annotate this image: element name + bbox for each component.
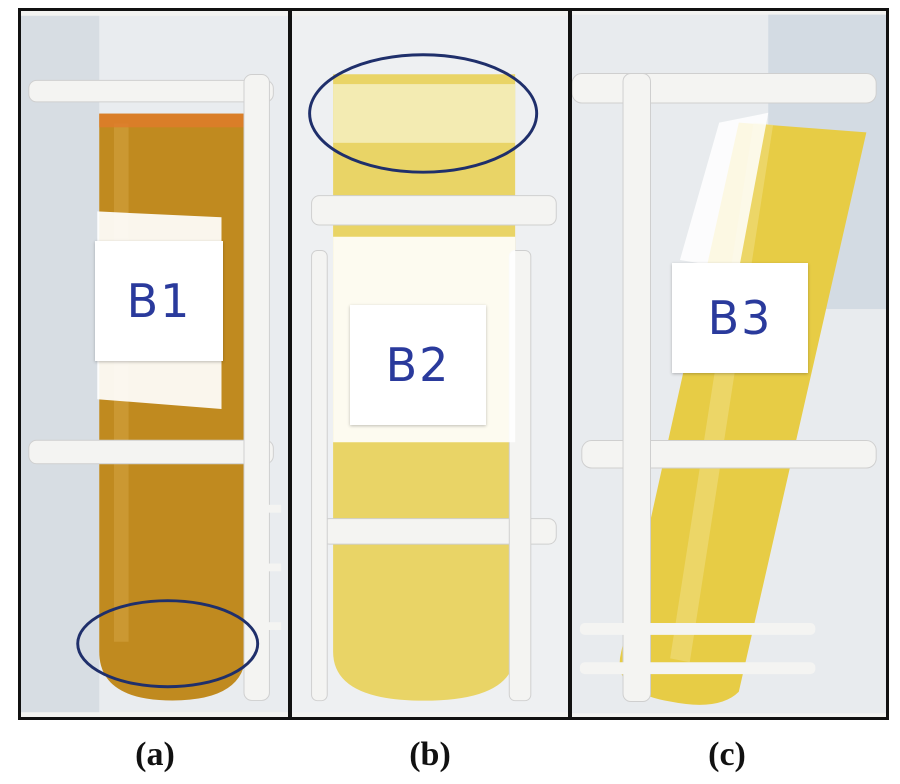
highlight-ellipse-sediment (76, 599, 260, 689)
tube-label-card-b3: B3 (672, 263, 808, 373)
panel-b-photo (292, 15, 568, 713)
tube-label-b3: B3 (707, 291, 773, 345)
highlight-ellipse-surface (308, 53, 539, 174)
panel-a-photo (21, 15, 288, 713)
tube-label-b2: B2 (385, 338, 451, 392)
tube-label-card-b1: B1 (95, 241, 223, 361)
panel-b: B2 (289, 8, 571, 720)
tube-label-card-b2: B2 (350, 305, 486, 425)
caption-c: (c) (708, 736, 746, 773)
caption-a: (a) (135, 736, 175, 773)
caption-b: (b) (409, 736, 451, 773)
panel-a: B1 (18, 8, 291, 720)
tube-label-b1: B1 (126, 274, 192, 328)
panel-c: B3 (569, 8, 889, 720)
